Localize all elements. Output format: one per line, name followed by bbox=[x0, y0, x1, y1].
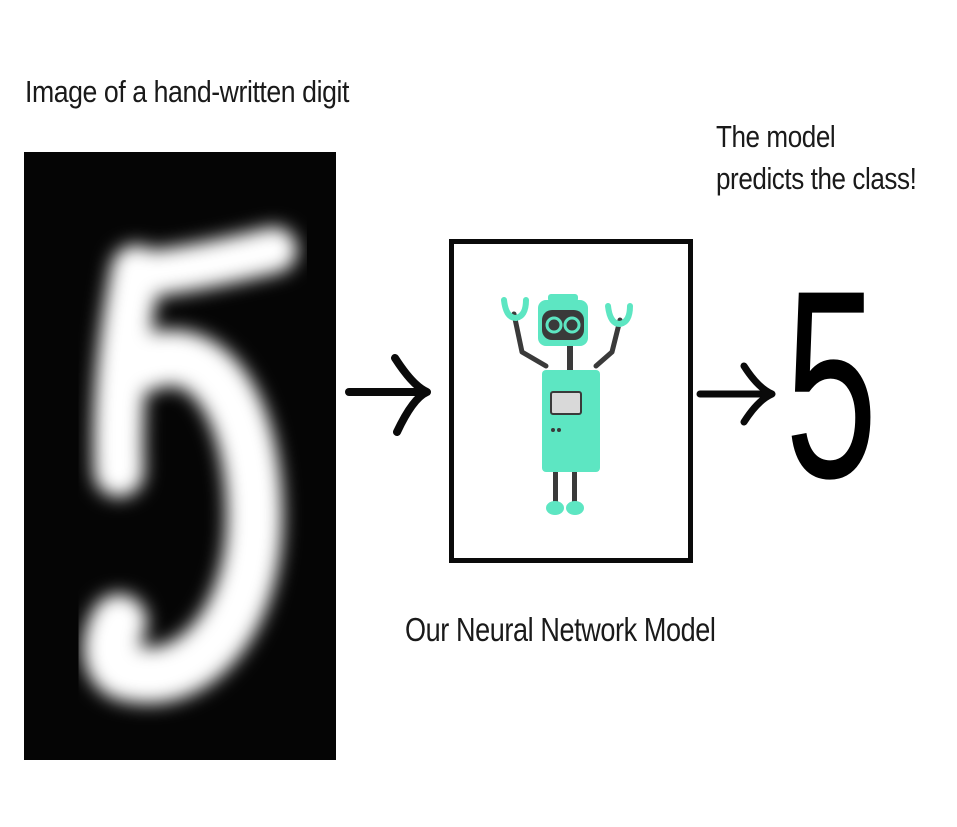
robot-icon bbox=[501, 294, 633, 515]
robot-right-leg bbox=[572, 472, 577, 502]
output-caption: The model predicts the class! bbox=[716, 116, 917, 200]
handwritten-digit-image bbox=[24, 152, 336, 760]
robot-left-foot bbox=[546, 501, 564, 515]
robot-right-eye bbox=[563, 316, 581, 334]
model-caption: Our Neural Network Model bbox=[405, 611, 716, 648]
robot-left-leg bbox=[553, 472, 558, 502]
digit-curve-stroke bbox=[83, 330, 283, 704]
predicted-class-digit: 5 bbox=[785, 234, 878, 534]
robot-body bbox=[542, 370, 600, 472]
robot-right-foot bbox=[566, 501, 584, 515]
robot-right-hand bbox=[605, 303, 633, 328]
handwritten-digit-five-drawing bbox=[83, 227, 297, 704]
robot-chest-screen bbox=[550, 391, 582, 415]
robot-left-eye bbox=[545, 316, 563, 334]
output-caption-line-2: predicts the class! bbox=[716, 161, 917, 196]
neural-network-model-box bbox=[449, 239, 693, 563]
robot-right-arm bbox=[593, 317, 623, 369]
output-caption-line-1: The model bbox=[716, 119, 836, 154]
digit-top-stroke bbox=[119, 227, 297, 297]
input-image-caption: Image of a hand-written digit bbox=[25, 74, 349, 109]
robot-left-hand bbox=[501, 297, 529, 322]
arrow-right-icon bbox=[696, 362, 776, 426]
robot-left-arm bbox=[511, 311, 549, 369]
arrow-right-icon bbox=[345, 354, 431, 436]
